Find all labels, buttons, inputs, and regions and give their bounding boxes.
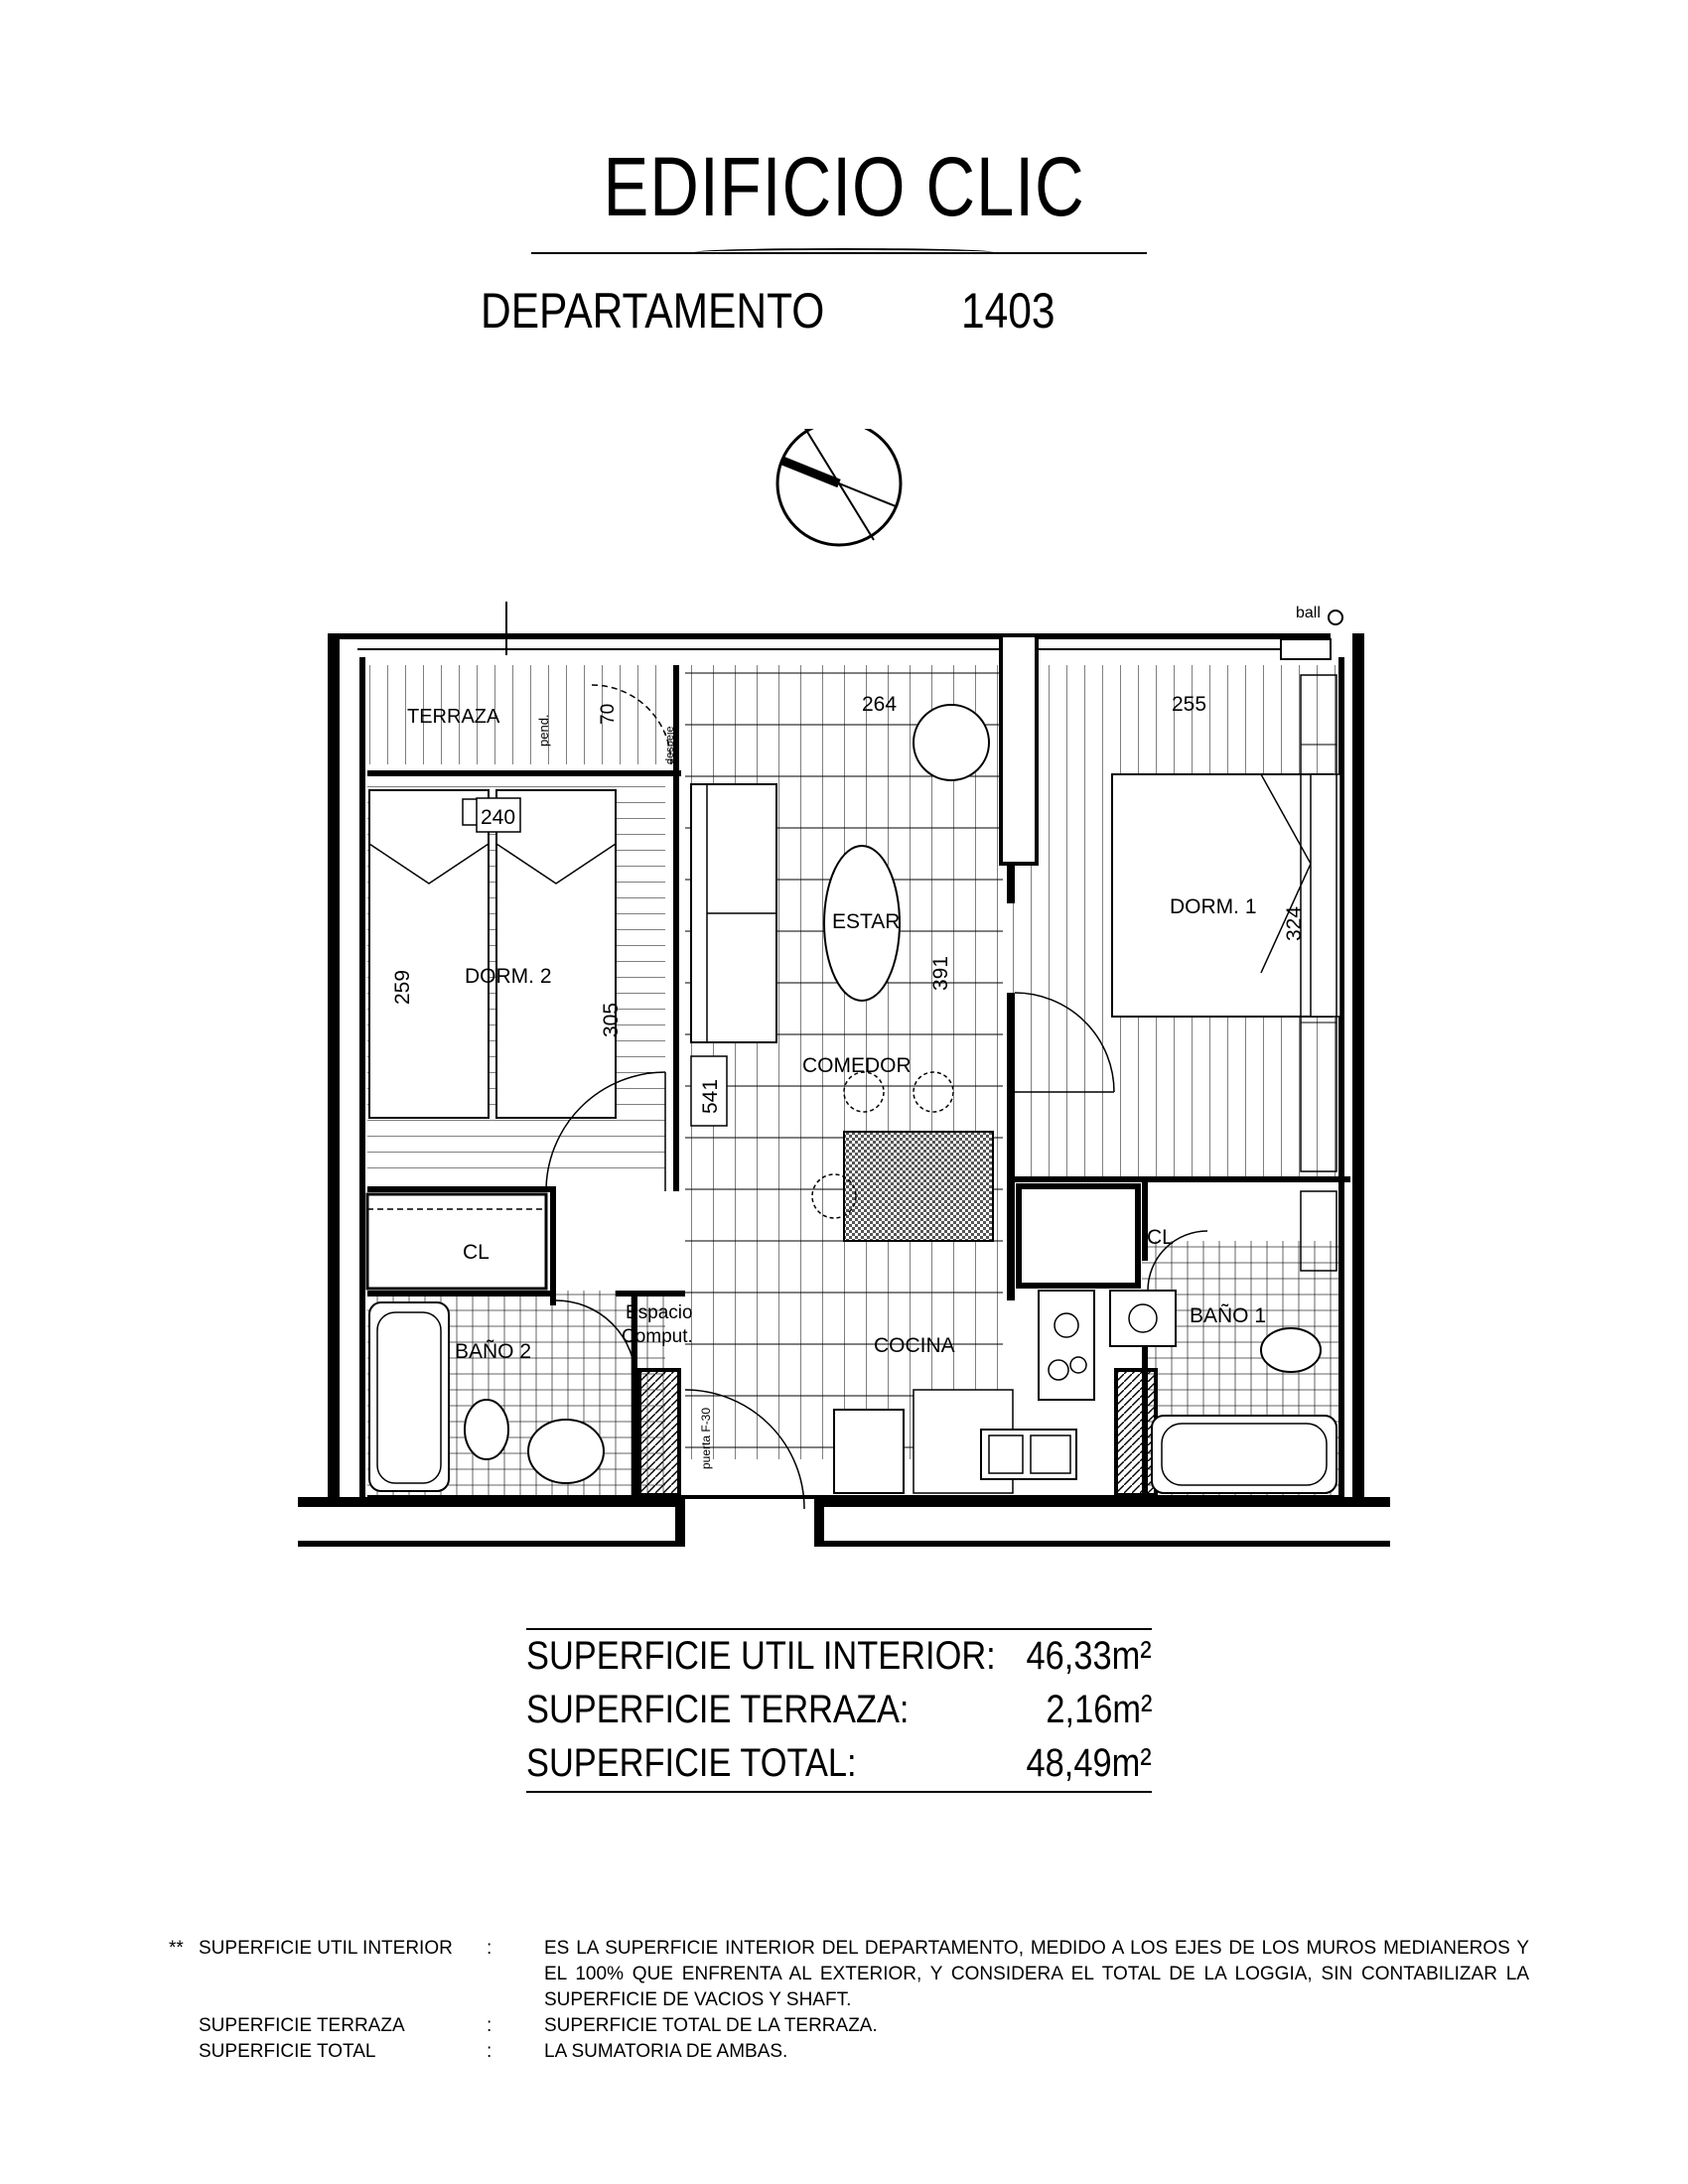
door-dorm1 (1014, 992, 1115, 1093)
north-wall (328, 633, 1331, 639)
lavatory-left (527, 1419, 605, 1484)
shaft-left (637, 1368, 681, 1497)
dim-324: 324 (1283, 906, 1306, 941)
note-row: SUPERFICIE TERRAZA : SUPERFICIE TOTAL DE… (169, 2013, 1529, 2039)
area-value: 2,16m² (1045, 1688, 1152, 1731)
dim-391: 391 (929, 956, 952, 991)
fridge (833, 1409, 905, 1494)
label-dorm2: DORM. 2 (465, 965, 552, 988)
label-pend: pend. (536, 714, 551, 747)
label-cocina: COCINA (874, 1334, 955, 1357)
dining-table (843, 1131, 994, 1242)
lavatory-right (1109, 1290, 1177, 1347)
area-rule-bottom (526, 1791, 1152, 1793)
east-wall (1352, 633, 1364, 1499)
door-bath2 (555, 1299, 636, 1381)
dim-70: 70 (598, 704, 619, 725)
label-estar: ESTAR (832, 910, 900, 933)
area-value: 48,49m² (1026, 1741, 1152, 1785)
dorm1-west-wall (1007, 993, 1015, 1300)
coffee-table (823, 845, 901, 1002)
note-colon: : (487, 2041, 492, 2062)
door-terrace (591, 684, 672, 765)
terrace-floor (367, 665, 675, 764)
dim-259: 259 (391, 970, 414, 1005)
label-despeje: despeje (664, 726, 676, 764)
door-entry (684, 1389, 805, 1510)
note-text: LA SUMATORIA DE AMBAS. (544, 2041, 788, 2062)
notes: ** SUPERFICIE UTIL INTERIOR : ES LA SUPE… (169, 1936, 1529, 2065)
note-text: ES LA SUPERFICIE INTERIOR DEL DEPARTAMEN… (544, 1938, 1529, 2010)
shaft-right (1114, 1368, 1158, 1497)
title-swash (695, 248, 993, 256)
area-label: SUPERFICIE UTIL INTERIOR: (526, 1634, 996, 1678)
label-terraza: TERRAZA (407, 706, 500, 728)
label-bell: ball (1296, 605, 1321, 621)
dim-255: 255 (1172, 693, 1206, 716)
label-cl-left: CL (463, 1241, 490, 1264)
south-wall-right (814, 1497, 1390, 1507)
label-computo: Comput. (622, 1326, 693, 1347)
label-dorm1: DORM. 1 (1170, 895, 1257, 918)
dim-240: 240 (481, 806, 515, 829)
label-bano1: BAÑO 1 (1190, 1303, 1266, 1327)
west-wall (328, 633, 340, 1499)
note-label: SUPERFICIE TOTAL (199, 2041, 376, 2062)
bathtub-left (368, 1301, 450, 1492)
label-comedor: COMEDOR (802, 1054, 912, 1077)
bed-right (495, 789, 617, 1119)
north-compass-icon: N (775, 429, 903, 547)
kitchen-sink (980, 1429, 1077, 1480)
label-puerta: puerta F-30 (699, 1408, 713, 1469)
area-row: SUPERFICIE TERRAZA: 2,16m² (526, 1684, 1152, 1737)
label-espacio: Espacio (626, 1302, 693, 1323)
dim-541: 541 (699, 1079, 722, 1114)
note-row: ** SUPERFICIE UTIL INTERIOR : ES LA SUPE… (169, 1936, 1529, 2013)
dorm2-east-wall (673, 665, 679, 1191)
area-row: SUPERFICIE TOTAL: 48,49m² (526, 1737, 1152, 1791)
armchair (913, 704, 990, 781)
bell-icon (1328, 610, 1343, 625)
label-bano2: BAÑO 2 (455, 1339, 531, 1363)
unit-number: 1403 (961, 283, 1055, 339)
stove (1038, 1290, 1095, 1401)
area-label: SUPERFICIE TERRAZA: (526, 1688, 910, 1731)
south-wall-left (298, 1497, 685, 1507)
closet-left (365, 1192, 548, 1291)
bathtub-right (1151, 1415, 1337, 1494)
note-marker: ** (169, 1938, 184, 1959)
note-row: SUPERFICIE TOTAL : LA SUMATORIA DE AMBAS… (169, 2039, 1529, 2065)
note-text: SUPERFICIE TOTAL DE LA TERRAZA. (544, 2015, 878, 2036)
note-colon: : (487, 2015, 492, 2036)
closet-right (1016, 1183, 1141, 1289)
column (999, 633, 1039, 866)
area-label: SUPERFICIE TOTAL: (526, 1741, 857, 1785)
note-colon: : (487, 1938, 492, 1959)
toilet-right (1260, 1327, 1322, 1373)
area-value: 46,33m² (1026, 1634, 1152, 1678)
terrace-wall (367, 770, 681, 776)
note-label: SUPERFICIE UTIL INTERIOR (199, 1938, 453, 1959)
area-rule-top (526, 1628, 1152, 1630)
area-row: SUPERFICIE UTIL INTERIOR: 46,33m² (526, 1630, 1152, 1684)
note-label: SUPERFICIE TERRAZA (199, 2015, 405, 2036)
building-title: EDIFICIO CLIC (603, 140, 1085, 233)
dim-305: 305 (600, 1003, 623, 1037)
unit-label: DEPARTAMENTO (481, 283, 825, 339)
floor-plan: TERRAZA DORM. 2 ESTAR COMEDOR DORM. 1 CL… (298, 602, 1390, 1547)
area-summary: SUPERFICIE UTIL INTERIOR: 46,33m² SUPERF… (526, 1628, 1152, 1793)
bed-left (368, 789, 490, 1119)
toilet-left (464, 1399, 509, 1460)
label-cl-right: CL (1147, 1226, 1174, 1249)
dim-264: 264 (862, 693, 897, 716)
door-dorm2 (545, 1071, 666, 1192)
door-bath1 (1147, 1230, 1208, 1292)
